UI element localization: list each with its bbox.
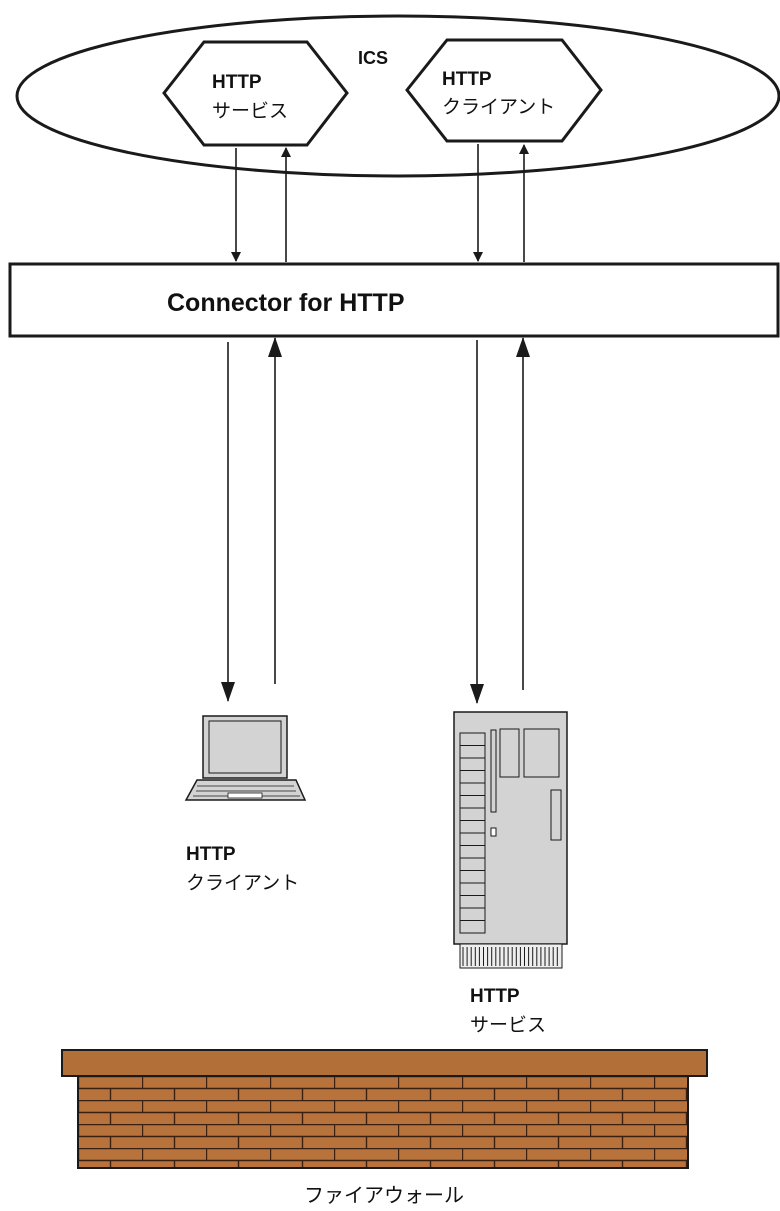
hexagon-shape (162, 40, 349, 147)
drive-bay (459, 845, 486, 859)
server-indicator (550, 789, 562, 841)
drive-bay (459, 920, 486, 934)
server-panel-small (499, 728, 520, 778)
server-base-vents (462, 947, 558, 966)
drive-bay (459, 795, 486, 809)
server-button (490, 827, 497, 837)
ics-http-service-title: HTTP (212, 72, 262, 93)
ics-http-service-subtitle: サービス (212, 100, 288, 122)
ics-http-client-subtitle: クライアント (442, 96, 555, 118)
drive-bay (459, 782, 486, 796)
drive-bay (459, 882, 486, 896)
ics-http-client-title: HTTP (442, 69, 492, 90)
laptop-icon (184, 715, 307, 801)
firewall-label: ファイアウォール (304, 1183, 464, 1207)
server-drive-bays (459, 732, 486, 934)
drive-bay (459, 757, 486, 771)
drive-bay (459, 745, 486, 759)
ics-ellipse (15, 14, 780, 178)
ics-boundary: ICS (15, 14, 780, 178)
server-panel-large (523, 728, 560, 778)
connector-rect (8, 262, 780, 338)
ics-label: ICS (358, 48, 388, 68)
connector-external-arrows (221, 337, 530, 704)
client-subtitle: クライアント (186, 872, 299, 894)
firewall-cap (61, 1049, 708, 1077)
drive-bay (459, 770, 486, 784)
server-subtitle: サービス (470, 1014, 546, 1036)
ics-http-client-node: HTTP クライアント (405, 38, 603, 143)
hexagon-shape (405, 38, 603, 143)
laptop-trackpad (227, 792, 263, 799)
connector-label: Connector for HTTP (167, 289, 405, 317)
laptop-base (184, 779, 307, 801)
server-title: HTTP (470, 986, 520, 1007)
drive-bay (459, 732, 486, 746)
drive-bay (459, 832, 486, 846)
drive-bay (459, 807, 486, 821)
server-icon (453, 711, 568, 969)
connector-box: Connector for HTTP (8, 262, 780, 338)
drive-bay (459, 857, 486, 871)
server-slot (490, 729, 497, 813)
drive-bay (459, 820, 486, 834)
ics-http-service-node: HTTP サービス (162, 40, 349, 147)
firewall-icon (61, 1049, 708, 1169)
drive-bay (459, 895, 486, 909)
drive-bay (459, 907, 486, 921)
drive-bay (459, 870, 486, 884)
client-title: HTTP (186, 844, 236, 865)
laptop-screen-inner (208, 720, 282, 774)
ics-connector-arrows (231, 144, 529, 262)
firewall-bricks (77, 1075, 689, 1169)
